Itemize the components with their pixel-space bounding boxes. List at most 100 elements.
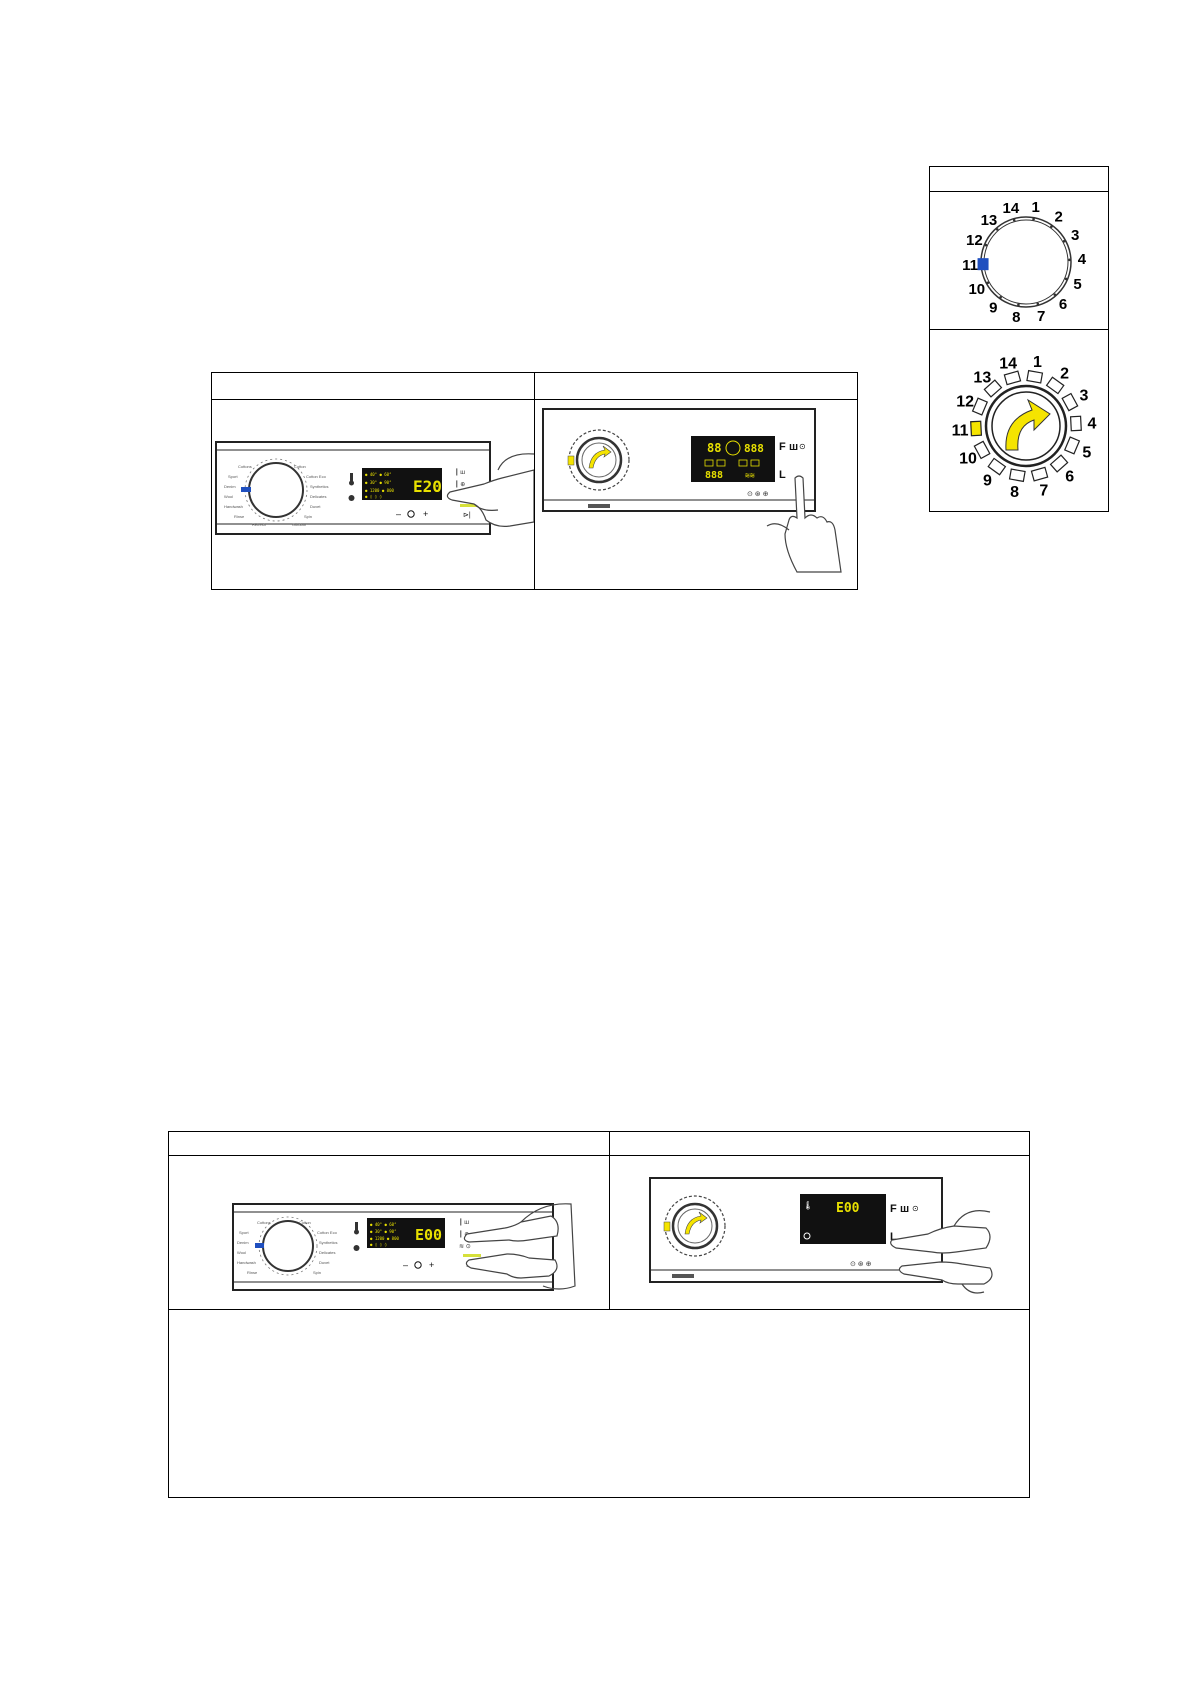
svg-text:Cottons: Cottons xyxy=(238,464,252,469)
svg-text:ш: ш xyxy=(900,1203,909,1215)
pressing-hands xyxy=(463,1203,576,1290)
dial-segment xyxy=(1061,392,1079,412)
dial-segment xyxy=(1030,466,1049,482)
svg-text:Cotton: Cotton xyxy=(294,464,306,469)
lcd-error-code: E20 xyxy=(413,477,442,496)
figure-1-header-left xyxy=(211,372,535,400)
dial-number: 13 xyxy=(973,370,991,387)
figure-2-notes-cell xyxy=(168,1309,1030,1498)
svg-text:F: F xyxy=(779,441,786,453)
dial-selected-marker xyxy=(977,258,989,271)
dial-number: 12 xyxy=(956,393,974,410)
svg-text:88: 88 xyxy=(707,441,721,455)
dial-ring-inner xyxy=(983,219,1069,305)
dial-number: 13 xyxy=(981,212,998,229)
dial-table-header xyxy=(929,166,1109,192)
svg-text:≋ ⊙: ≋ ⊙ xyxy=(459,1244,471,1250)
svg-text:Cotton Eco: Cotton Eco xyxy=(306,474,327,479)
dial-number: 3 xyxy=(1071,227,1079,244)
svg-text:● ◊ ◊ ◊: ● ◊ ◊ ◊ xyxy=(365,494,382,499)
dial-number: 7 xyxy=(1037,308,1045,324)
dial-tick xyxy=(1012,218,1016,222)
dial-number: 12 xyxy=(966,232,983,249)
dial-number: 4 xyxy=(1087,416,1096,433)
dial-segment xyxy=(987,457,1007,476)
pressing-hand-alt xyxy=(766,475,842,573)
svg-text:–: – xyxy=(403,1260,408,1270)
pressing-hands-alt xyxy=(890,1210,993,1294)
svg-text:● ◊ ◊ ◊: ● ◊ ◊ ◊ xyxy=(370,1242,387,1247)
pressing-hand xyxy=(446,453,535,527)
dial-number: 14 xyxy=(1002,200,1019,217)
dial-segment xyxy=(1008,468,1026,483)
svg-text:⊙: ⊙ xyxy=(799,442,806,451)
svg-text:Denim: Denim xyxy=(237,1240,249,1245)
figure-1-table: Cottons Cotton Sport Cotton Eco Denim Synth… xyxy=(211,372,858,590)
dial-number: 2 xyxy=(1055,209,1063,226)
dial-number: 10 xyxy=(959,451,977,468)
dial-tick xyxy=(1068,258,1071,262)
dial-tick xyxy=(1017,303,1020,307)
dial-number: 8 xyxy=(1010,484,1019,501)
svg-text:● 30° ● 90°: ● 30° ● 90° xyxy=(365,480,392,485)
svg-text:● 1200 ● 800: ● 1200 ● 800 xyxy=(370,1236,399,1241)
svg-text:888: 888 xyxy=(705,470,723,481)
dial-number: 11 xyxy=(952,422,969,439)
svg-text:┃ ⊕: ┃ ⊕ xyxy=(455,480,465,488)
dial-tick xyxy=(1032,217,1035,221)
svg-text:≋≋: ≋≋ xyxy=(745,471,755,480)
svg-text:┃ ш: ┃ ш xyxy=(455,468,465,476)
svg-text:Refresh: Refresh xyxy=(252,522,266,527)
svg-text:Spin: Spin xyxy=(304,514,312,519)
dial-number: 10 xyxy=(968,281,985,298)
svg-text:ш: ш xyxy=(789,441,798,453)
dial-number: 6 xyxy=(1059,296,1067,313)
svg-text:Sport: Sport xyxy=(228,474,238,479)
dial-segment xyxy=(1063,436,1081,455)
dial-tick xyxy=(1050,225,1053,228)
svg-text:Denim: Denim xyxy=(224,484,236,489)
svg-text:Cottons: Cottons xyxy=(257,1220,271,1225)
dial-number: 9 xyxy=(983,473,992,490)
svg-text:⊙ ⊛ ⊕: ⊙ ⊛ ⊕ xyxy=(850,1261,872,1268)
program-knob-2-alt xyxy=(663,1195,726,1257)
lcd-digits-top: 888 xyxy=(744,442,764,455)
svg-text:Handwash: Handwash xyxy=(237,1260,256,1265)
svg-text:● 40° ● 60°: ● 40° ● 60° xyxy=(365,472,392,477)
svg-text:Rinse: Rinse xyxy=(247,1270,258,1275)
svg-text:Wool: Wool xyxy=(224,494,233,499)
svg-text:Synthetics: Synthetics xyxy=(310,484,328,489)
figure-1-cell-left: Cottons Cotton Sport Cotton Eco Denim Synth… xyxy=(211,399,535,590)
dial-tick xyxy=(986,281,990,285)
dial-tick xyxy=(995,228,999,231)
dial-ring-outer xyxy=(984,384,1068,468)
svg-text:Delicates: Delicates xyxy=(319,1250,335,1255)
dial-number: 14 xyxy=(999,355,1017,372)
svg-text:L: L xyxy=(779,469,786,481)
program-knob xyxy=(241,458,308,522)
svg-text:🌡: 🌡 xyxy=(803,1201,813,1210)
dial-segment xyxy=(1069,415,1082,432)
rotate-arrow-icon xyxy=(1005,398,1051,451)
lcd-display: ● 40° ● 60° ● 30° ● 90° ● 1200 ● 800 ● ◊… xyxy=(362,468,442,500)
svg-text:Duvet: Duvet xyxy=(319,1260,330,1265)
dial-number: 2 xyxy=(1060,365,1069,382)
dial-number: 11 xyxy=(962,257,978,274)
svg-text:L: L xyxy=(890,1231,897,1243)
svg-text:Wool: Wool xyxy=(237,1250,246,1255)
svg-text:Synthetics: Synthetics xyxy=(319,1240,337,1245)
program-knob-2 xyxy=(255,1216,318,1276)
dial-tick xyxy=(1064,277,1068,281)
svg-text:Rinse: Rinse xyxy=(234,514,245,519)
svg-text:+: + xyxy=(429,1260,434,1270)
svg-text:Duvet: Duvet xyxy=(310,504,321,509)
svg-text:⊳|: ⊳| xyxy=(463,512,471,519)
lcd-display-2: ● 40° ● 60° ● 30° ● 90° ● 1200 ● 800 ● ◊… xyxy=(367,1218,445,1248)
